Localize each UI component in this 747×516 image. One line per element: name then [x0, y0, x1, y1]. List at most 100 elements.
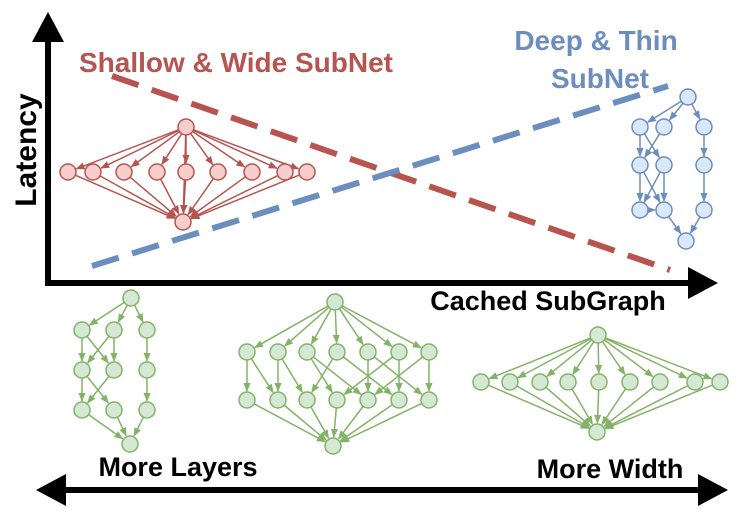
green3-edge [601, 341, 626, 376]
y-axis-arrowhead [32, 12, 64, 42]
green2-edge [250, 358, 274, 394]
blue-node [655, 118, 673, 136]
green2-node [324, 437, 342, 455]
green2-edge [310, 308, 332, 345]
green1-edge [87, 335, 110, 364]
red-edge [192, 129, 278, 169]
green3-node [711, 373, 729, 391]
green2-edge [339, 403, 393, 442]
red-edge [192, 130, 246, 168]
green2-edge [281, 358, 303, 394]
green3-edge [605, 337, 713, 380]
blue-edge [689, 216, 701, 234]
green3-edge [572, 341, 595, 376]
green3-edge [594, 389, 602, 424]
green2-node [298, 343, 316, 361]
red-node [177, 118, 195, 136]
red-edge [190, 174, 279, 219]
more-width-label: More Width [537, 454, 684, 484]
green1-edge [116, 416, 127, 437]
green2-edge [311, 358, 334, 394]
blue-node [631, 201, 649, 219]
green3-edge [604, 337, 688, 379]
green3-edge [488, 384, 590, 430]
green3-edge [603, 386, 655, 427]
bottom-arrow-left-head [36, 474, 66, 506]
blue-node [655, 156, 673, 174]
green1-node [73, 361, 91, 379]
blue-node [679, 88, 697, 106]
blue-edge [644, 133, 661, 159]
red-node [115, 163, 133, 181]
red-node [148, 163, 166, 181]
green3-edge [603, 339, 654, 378]
green1-node [73, 401, 91, 419]
shallow-wide-subnet-graph [59, 118, 316, 231]
red-node [209, 163, 227, 181]
green2-edge [340, 306, 393, 348]
red-edge [99, 175, 176, 219]
red-node [298, 163, 316, 181]
green2-edge [283, 404, 327, 441]
green3-edge [604, 384, 713, 430]
red-edge [190, 174, 300, 220]
green2-node [359, 343, 377, 361]
blue-edge [668, 216, 682, 235]
more-layers-label: More Layers [98, 452, 257, 482]
red-node [59, 163, 77, 181]
green2-node [269, 343, 287, 361]
green2-edge [284, 306, 330, 347]
blue-node [631, 118, 649, 136]
green2-edge [340, 402, 423, 443]
green2-edge [338, 308, 364, 346]
red-node [174, 213, 192, 231]
green2-node [420, 391, 438, 409]
green2-edge [253, 403, 326, 443]
green2-node [326, 293, 344, 311]
red-node [243, 163, 261, 181]
green3-node [589, 326, 607, 344]
red-edge [189, 176, 246, 218]
bottom-arrow-right-head [698, 474, 728, 506]
green2-node [238, 391, 256, 409]
blue-node [655, 201, 673, 219]
red-edge [190, 133, 214, 166]
red-edge [130, 131, 180, 168]
red-edge [100, 129, 180, 169]
green1-node [138, 361, 156, 379]
green2-node [390, 391, 408, 409]
green2-node [328, 391, 346, 409]
green3-node [590, 373, 608, 391]
green1-edge [87, 375, 110, 404]
green2-node [359, 391, 377, 409]
green3-node [559, 373, 577, 391]
red-node [84, 163, 102, 181]
blue-edge [669, 102, 684, 121]
green2-node [269, 391, 287, 409]
green2-edge [343, 356, 394, 396]
green2-node [238, 343, 256, 361]
red-node [177, 163, 195, 181]
blue-node [677, 232, 695, 250]
green2-edge [332, 309, 340, 344]
green3-edge [571, 388, 594, 425]
green1-node [105, 361, 123, 379]
red-edge [75, 174, 176, 220]
green2-node [328, 343, 346, 361]
blue-node [631, 156, 649, 174]
mixed-graph [238, 293, 438, 455]
green2-edge [310, 406, 330, 439]
more-width-graph [472, 326, 729, 441]
green1-edge [117, 304, 128, 323]
blue-edge [643, 171, 661, 203]
green3-edge [517, 338, 592, 379]
shallow-wide-label: Shallow & Wide SubNet [79, 47, 393, 78]
green2-edge [341, 305, 422, 349]
red-edge [160, 178, 180, 215]
x-axis-arrowhead [688, 267, 718, 299]
red-edge [193, 129, 300, 170]
deep-thin-label-line1: Deep & Thin [514, 25, 677, 56]
green1-node [105, 401, 123, 419]
green3-node [588, 423, 606, 441]
